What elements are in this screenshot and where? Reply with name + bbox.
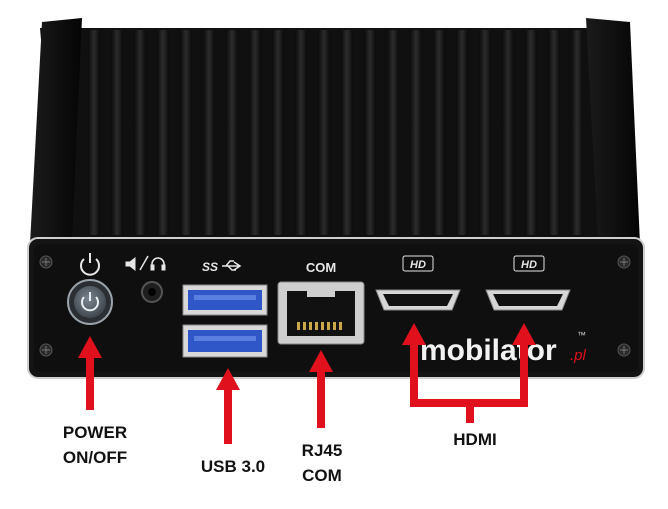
callout-line: USB 3.0 [200, 457, 266, 476]
callout-line: COM [302, 466, 342, 485]
left-side-panel [30, 18, 82, 244]
heatsink-fins [88, 30, 583, 235]
heatsink-fin [249, 30, 261, 235]
screw-icon [39, 255, 53, 269]
rj45-pin [309, 322, 312, 330]
screw-icon [617, 255, 631, 269]
hd-logo-icon: HD [402, 255, 434, 272]
callout-line: HDMI [453, 430, 497, 449]
rj45-pin [327, 322, 330, 330]
usb-port[interactable] [182, 284, 268, 316]
rj45-pin [303, 322, 306, 330]
heatsink-fin [157, 30, 169, 235]
hdmi-port[interactable] [375, 289, 461, 311]
rj45-pin [297, 322, 300, 330]
callout-arrows [78, 323, 536, 444]
heatsink [30, 18, 640, 244]
svg-text:.pl: .pl [570, 347, 587, 364]
usb-callout-label: USB 3.0 [178, 454, 288, 479]
heatsink-fin [318, 30, 330, 235]
svg-text:™: ™ [577, 330, 586, 340]
heatsink-fin [456, 30, 468, 235]
heatsink-fin [226, 30, 238, 235]
brand-logo: mobilator .pl ™ [420, 330, 587, 367]
usb-port[interactable] [182, 324, 268, 358]
rj45-pin [321, 322, 324, 330]
arrow-icon [402, 323, 536, 423]
heatsink-fin [502, 30, 514, 235]
heatsink-fin [134, 30, 146, 235]
hdmi-callout-label: HDMI [420, 427, 530, 452]
heatsink-fin [548, 30, 560, 235]
screw-icon [617, 343, 631, 357]
heatsink-fin [387, 30, 399, 235]
power-callout-label: POWER ON/OFF [40, 420, 150, 470]
hdmi-port[interactable] [485, 289, 571, 311]
front-panel: SS COM HD HD [27, 237, 645, 379]
power-symbol-icon [80, 253, 100, 276]
heatsink-fin [571, 30, 583, 235]
usb-trident-icon [222, 260, 242, 271]
right-side-panel [586, 18, 640, 244]
usb-logo-text: SS [202, 260, 218, 274]
arrow-icon [78, 336, 102, 410]
heatsink-fin [111, 30, 123, 235]
heatsink-fin [364, 30, 376, 235]
rj45-callout-label: RJ45 COM [272, 438, 372, 488]
svg-text:HD: HD [521, 259, 537, 271]
speaker-headphone-icon [125, 255, 166, 272]
screw-icon [39, 343, 53, 357]
svg-text:mobilator: mobilator [420, 334, 557, 367]
callout-line: RJ45 [301, 441, 343, 460]
arrow-icon [216, 368, 240, 444]
heatsink-fin [295, 30, 307, 235]
svg-text:HD: HD [410, 259, 426, 271]
audio-jack[interactable] [141, 281, 163, 303]
heatsink-fin [479, 30, 491, 235]
heatsink-fin [433, 30, 445, 235]
heatsink-fin [525, 30, 537, 235]
heatsink-fin [88, 30, 100, 235]
heatsink-fin [272, 30, 284, 235]
heatsink-fin [410, 30, 422, 235]
heatsink-fin [203, 30, 215, 235]
rj45-pin [315, 322, 318, 330]
callout-line: ON/OFF [62, 448, 128, 467]
hd-logo-icon: HD [513, 255, 545, 272]
heatsink-fin [180, 30, 192, 235]
rj45-pin [339, 322, 342, 330]
com-label: COM [306, 260, 336, 275]
rj45-pin [333, 322, 336, 330]
heatsink-fin [341, 30, 353, 235]
power-button[interactable] [67, 279, 113, 325]
rj45-port[interactable] [277, 281, 365, 345]
callout-line: POWER [62, 423, 128, 442]
arrow-icon [309, 350, 333, 428]
